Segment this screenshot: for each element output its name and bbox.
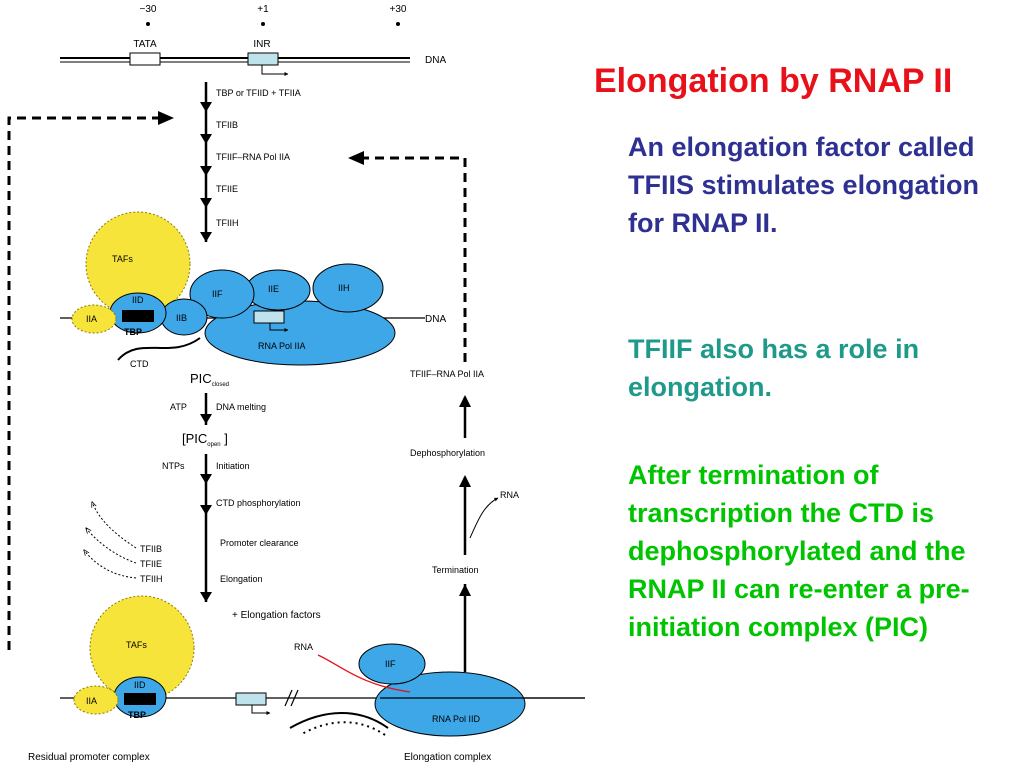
iih-label: IIH [338, 283, 350, 293]
transcription-start-arrow [261, 65, 289, 76]
bottom-tbp-label: TBP [128, 710, 146, 720]
position-plus-1: +1 [257, 4, 269, 15]
tbp-label: TBP [124, 327, 142, 337]
tafs-label: TAFs [112, 254, 133, 264]
dephosphorylation-label: Dephosphorylation [410, 448, 485, 458]
iih-ellipse [312, 263, 384, 313]
step-tfiib: TFIIB [216, 120, 238, 130]
release-arrow-2 [86, 528, 137, 564]
residual-promoter-complex-label: Residual promoter complex [28, 752, 150, 763]
residual-promoter-complex: TAFs IID IIA TBP Residual promoter compl… [28, 595, 585, 763]
preinitiation-complex: TAFs IID IIA TBP IIB IIF IIE IIH RNA Pol… [60, 211, 446, 369]
position-plus-30: +30 [390, 4, 407, 15]
atp-label: ATP [170, 402, 187, 412]
transcription-cycle-diagram: −30 +1 +30 TATA INR DNA TBP or TFIID + T… [7, 4, 585, 763]
recycle-dashed-loop-right [362, 156, 467, 362]
bottom-inr-box [235, 692, 267, 706]
bottom-rna-label: RNA [294, 642, 313, 652]
tfiif-pol-return-label: TFIIF–RNA Pol IIA [410, 369, 484, 379]
iid-label: IID [132, 295, 144, 305]
inr-box [247, 52, 279, 66]
dna-label-top: DNA [425, 55, 446, 66]
bottom-iid-label: IID [134, 680, 146, 690]
termination-label: Termination [432, 565, 479, 575]
tata-box [129, 52, 161, 66]
rna-right-label: RNA [500, 490, 519, 500]
dna-label-pic: DNA [425, 314, 446, 325]
iie-label: IIE [268, 284, 279, 294]
iia-ellipse [71, 304, 117, 334]
inr-label: INR [253, 39, 270, 50]
ntps-label: NTPs [162, 461, 185, 471]
bottom-ctd-tail [289, 712, 389, 729]
iif-label: IIF [212, 289, 223, 299]
bottom-iia-label: IIA [86, 696, 97, 706]
paragraph-tfiis: An elongation factor called TFIIS stimul… [628, 132, 980, 238]
initiation-sequence: PICclosed ATP DNA melting [PICopen ] NTP… [84, 371, 321, 621]
tata-label: TATA [133, 39, 157, 50]
elongation-label: Elongation [220, 574, 263, 584]
bottom-iia-ellipse [73, 685, 119, 715]
ctd-phosphorylation-label: CTD phosphorylation [216, 498, 301, 508]
rna-release-arrow [469, 497, 499, 539]
ctd-label: CTD [130, 359, 149, 369]
bottom-iif-label: IIF [385, 659, 396, 669]
recycle-dashed-loop-left [7, 116, 160, 650]
bottom-tafs-label: TAFs [126, 640, 147, 650]
rna-pol-iid-label: RNA Pol IID [432, 714, 481, 724]
position-minus-30: −30 [140, 4, 157, 15]
released-tfiib: TFIIB [140, 544, 162, 554]
step-tbp-tfiid-tfiia: TBP or TFIID + TFIIA [216, 88, 301, 98]
tbp-block [122, 310, 154, 322]
release-arrow-3 [84, 550, 137, 579]
released-tfiih: TFIIH [140, 574, 163, 584]
promoter-clearance-label: Promoter clearance [220, 538, 299, 548]
slide-title: Elongation by RNAP II [594, 62, 953, 100]
bottom-iif-ellipse [358, 643, 426, 685]
assembly-steps: TBP or TFIID + TFIIA TFIIB TFIIF–RNA Pol… [200, 82, 301, 242]
iif-ellipse [189, 269, 255, 319]
elongation-complex-label: Elongation complex [404, 752, 491, 763]
elongation-factors-label: + Elongation factors [232, 610, 321, 621]
release-arrow-1 [92, 502, 137, 549]
promoter-dna: −30 +1 +30 TATA INR DNA [60, 4, 446, 76]
rna-pol-iia-label: RNA Pol IIA [258, 341, 306, 351]
iia-label: IIA [86, 314, 97, 324]
initiation-label: Initiation [216, 461, 250, 471]
paragraph-tfiif: TFIIF also has a role in elongation. [628, 334, 920, 402]
nascent-rna [317, 654, 411, 693]
iib-label: IIB [176, 313, 187, 323]
step-tfiie: TFIIE [216, 184, 238, 194]
rna-pol-iid-ellipse [374, 671, 526, 737]
bottom-tbp-block [124, 693, 156, 705]
ctd-tail [117, 337, 201, 361]
dna-melting-label: DNA melting [216, 402, 266, 412]
step-tfiih: TFIIH [216, 218, 239, 228]
pic-open-label: [PICopen ] [182, 431, 228, 448]
paragraph-recycling: After termination of transcription the C… [628, 460, 970, 642]
elongation-complex: IIF RNA Pol IID RNA Elongation complex [289, 642, 585, 763]
recycling-column: TFIIF–RNA Pol IIA Dephosphorylation RNA … [410, 369, 519, 672]
inr-box-pic [253, 310, 285, 324]
pic-closed-label: PICclosed [190, 371, 229, 388]
step-tfiif-rna-pol: TFIIF–RNA Pol IIA [216, 152, 290, 162]
released-tfiie: TFIIE [140, 559, 162, 569]
